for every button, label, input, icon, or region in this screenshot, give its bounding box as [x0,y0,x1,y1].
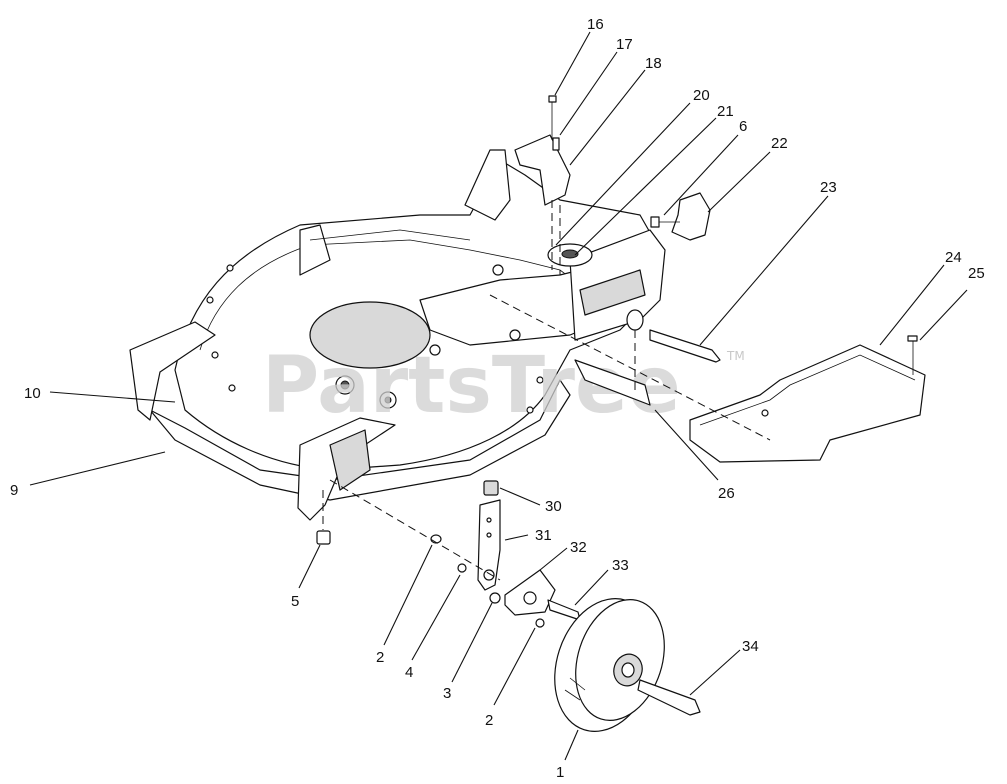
callout-21: 21 [717,103,734,120]
callout-32: 32 [570,539,587,556]
leader-lines [29,31,968,761]
side-cover-24 [689,335,926,463]
callout-17: 17 [616,36,633,53]
callout-10: 10 [24,385,41,402]
callout-16: 16 [587,16,604,33]
height-adjust-assembly [316,479,581,628]
callout-6: 6 [739,118,747,135]
rod-23 [649,329,721,363]
callout-31: 31 [535,527,552,544]
callout-20: 20 [693,87,710,104]
callout-9: 9 [10,482,18,499]
callout-26: 26 [718,485,735,502]
callout-34: 34 [742,638,759,655]
callout-labels: 16 17 18 20 21 6 22 23 24 25 10 9 26 30 … [10,16,985,781]
callout-22: 22 [771,135,788,152]
callout-1: 1 [556,764,564,781]
deck-housing [149,149,666,501]
callout-33: 33 [612,557,629,574]
callout-25: 25 [968,265,985,282]
callout-24: 24 [945,249,962,266]
callout-2a: 2 [376,649,384,666]
front-bumper [129,321,396,521]
callout-4: 4 [405,664,413,681]
wheel-assembly [554,598,701,732]
bracket-22 [650,192,711,241]
callout-5: 5 [291,593,299,610]
callout-18: 18 [645,55,662,72]
callout-30: 30 [545,498,562,515]
drive-bracket-assembly [514,95,571,275]
axle-tube-26 [489,294,771,441]
callout-2b: 2 [485,712,493,729]
watermark-tm: TM [726,349,745,363]
callout-3: 3 [443,685,451,702]
callout-23: 23 [820,179,837,196]
